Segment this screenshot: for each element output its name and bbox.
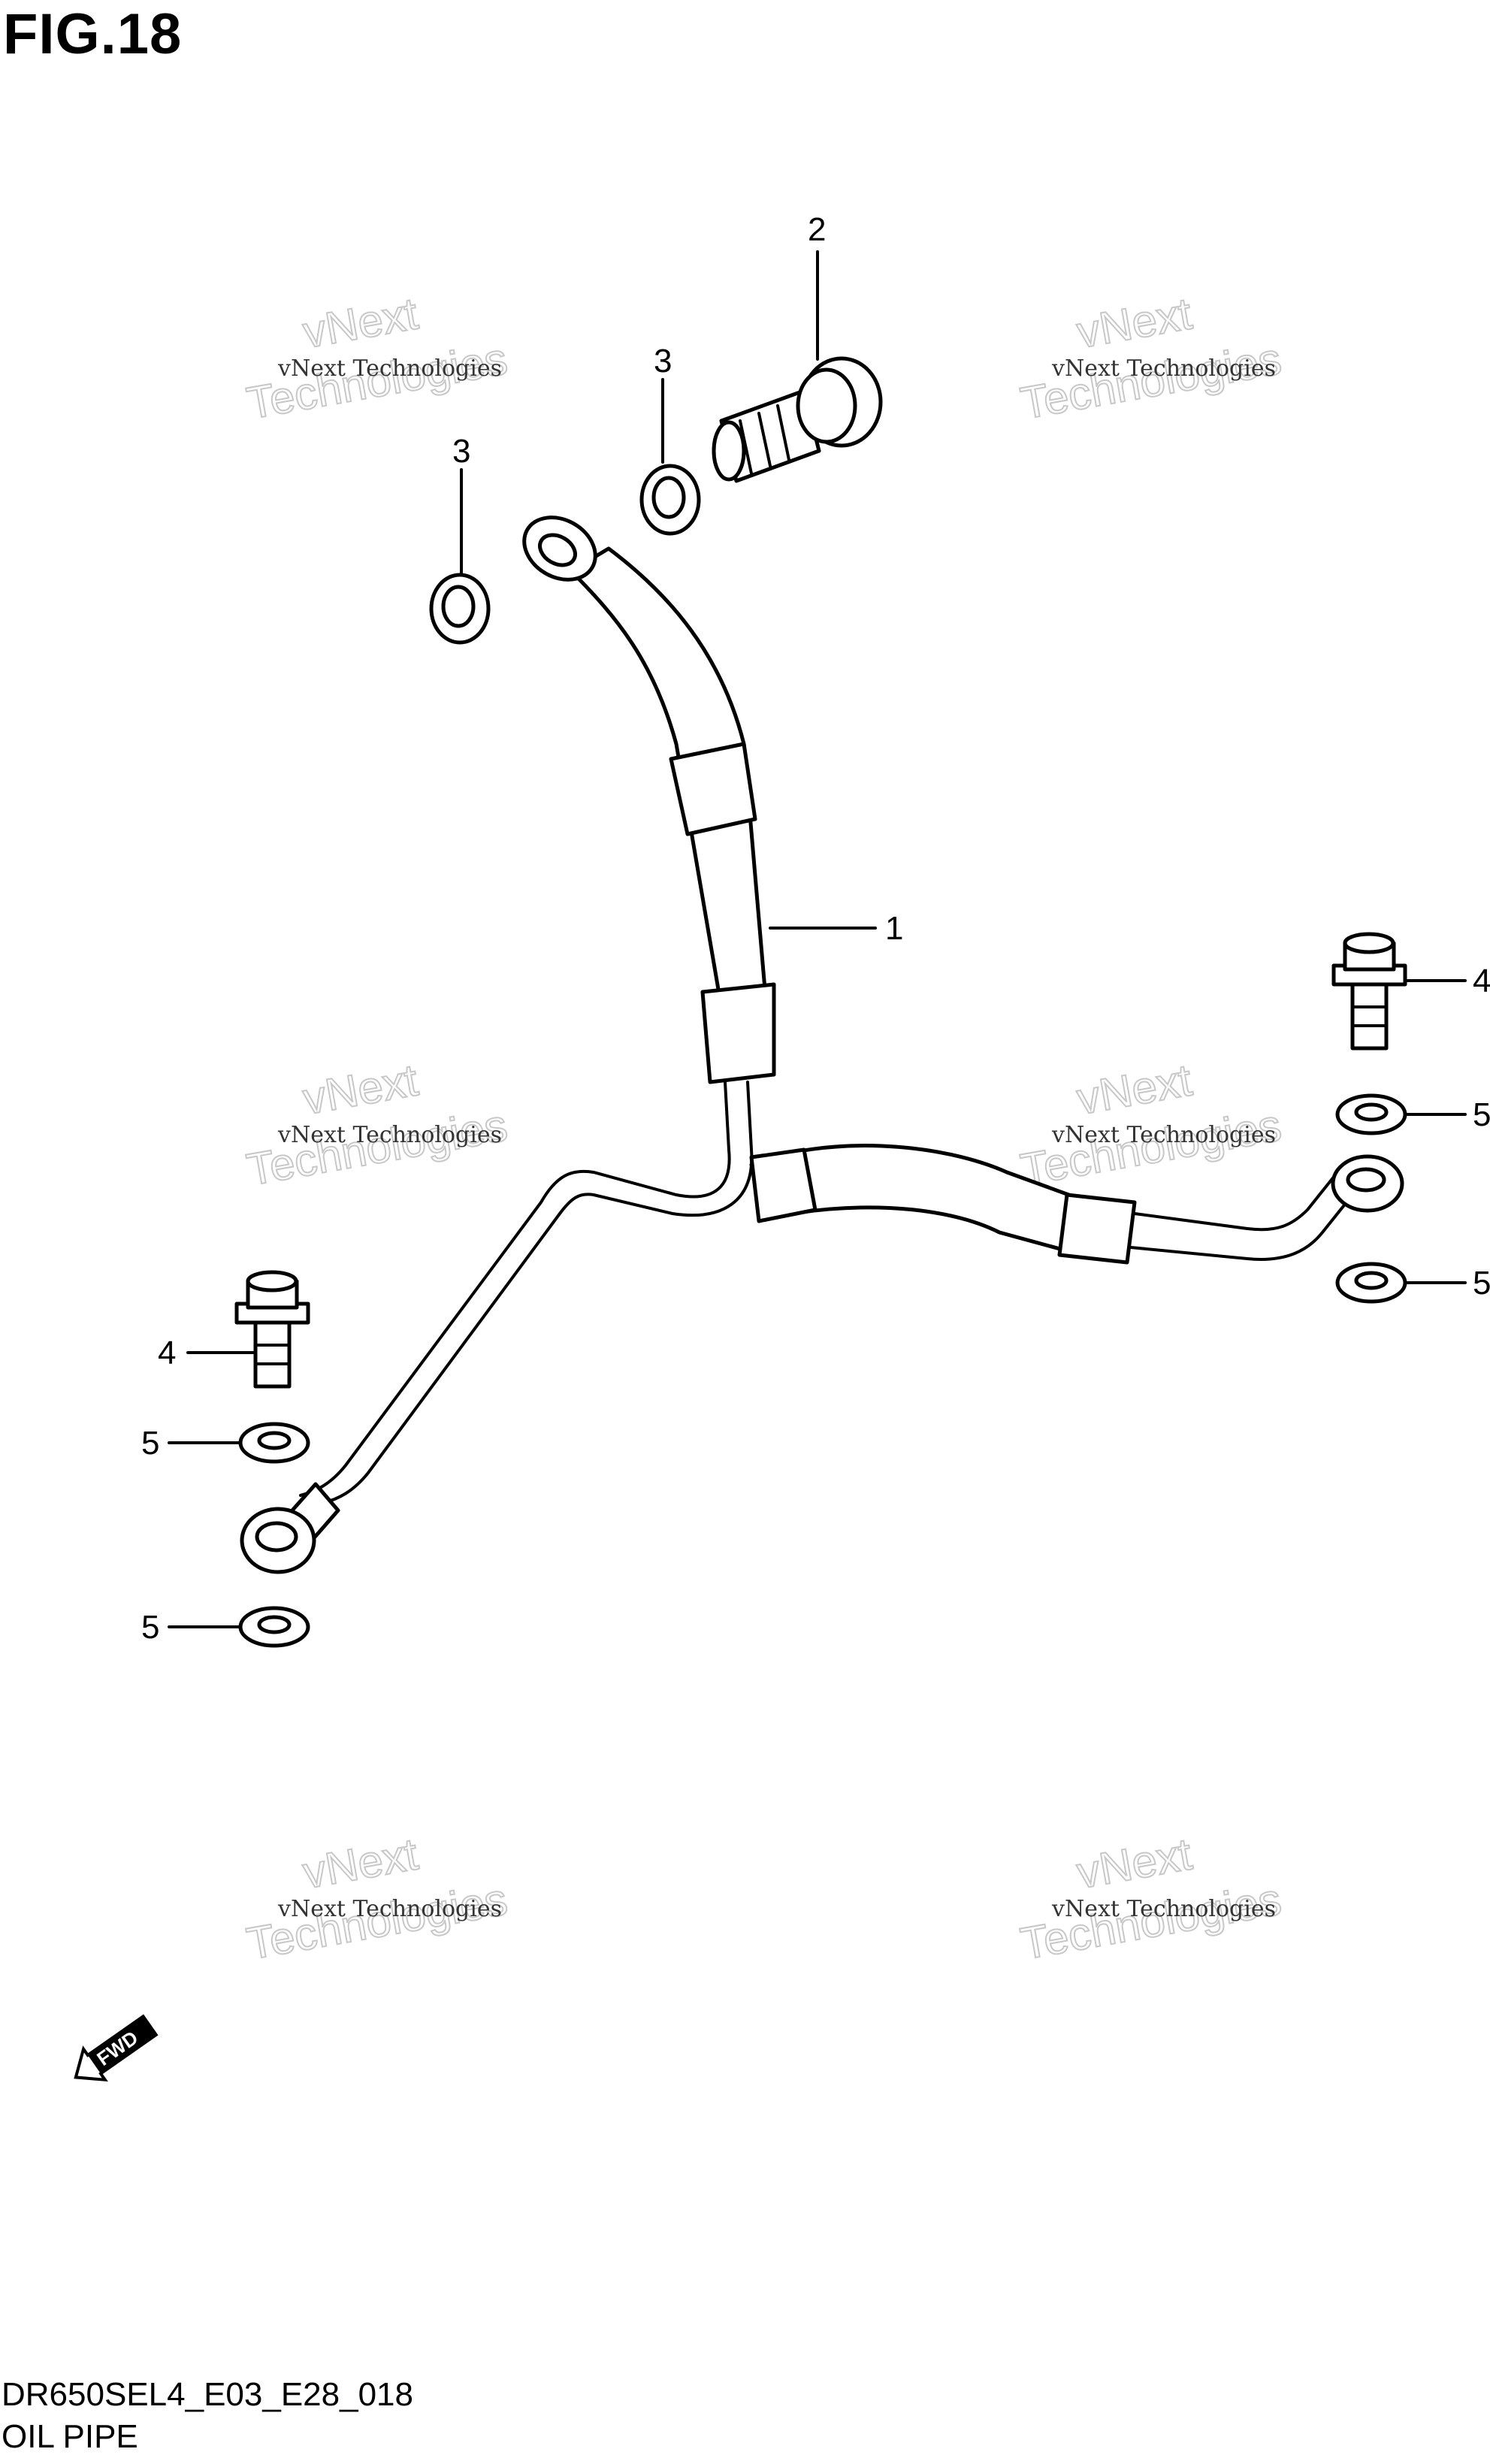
union-bolt-shank-end xyxy=(712,420,746,482)
watermark-big-1: vNext xyxy=(1073,1828,1195,1898)
center-tube xyxy=(299,1081,731,1497)
diagram-code: DR650SEL4_E03_E28_018 xyxy=(2,2376,414,2413)
watermark-small: vNext Technologies xyxy=(1051,1896,1276,1922)
gasket-inner xyxy=(1354,1102,1389,1122)
right-crimp-collar xyxy=(1057,1193,1137,1265)
union-bolt-thread-1 xyxy=(739,419,753,475)
watermark-big-1: vNext xyxy=(299,1054,422,1124)
bolt-shank xyxy=(1350,982,1389,1051)
upper-crimp-collar xyxy=(669,742,757,836)
callout-5a: 5 xyxy=(1473,1096,1490,1133)
callout-5d: 5 xyxy=(141,1609,159,1646)
diagram-name: OIL PIPE xyxy=(2,2418,138,2455)
bolt-right xyxy=(1331,932,1407,1051)
watermark-small: vNext Technologies xyxy=(1051,1122,1276,1148)
callout-5b: 5 xyxy=(1473,1265,1490,1302)
watermark-top-right: vNext Technologies vNext Technologies xyxy=(1017,287,1286,429)
callout-5c: 5 xyxy=(141,1425,159,1462)
watermark-mid-left: vNext Technologies vNext Technologies xyxy=(243,1054,512,1196)
watermark-top-left: vNext Technologies vNext Technologies xyxy=(243,287,512,429)
fwd-direction-badge: FWD xyxy=(74,2014,159,2082)
gasket-upper xyxy=(639,464,701,536)
lower-crimp-collar xyxy=(700,982,776,1084)
watermark-big-1: vNext xyxy=(299,288,422,358)
watermark-small: vNext Technologies xyxy=(277,1122,502,1148)
right-banjo-hole xyxy=(1346,1167,1386,1193)
gasket-inner xyxy=(441,585,476,628)
watermark-small: vNext Technologies xyxy=(277,1896,502,1922)
callout-3b: 3 xyxy=(452,433,470,470)
bolt-head-top xyxy=(1343,932,1395,954)
callout-4b: 4 xyxy=(158,1335,176,1371)
union-bolt-thread-3 xyxy=(776,404,790,461)
gasket-inner xyxy=(257,1615,292,1634)
watermark-big-1: vNext xyxy=(1073,288,1195,358)
gasket-inner xyxy=(1354,1271,1389,1290)
gasket-inner xyxy=(257,1431,292,1450)
union-bolt xyxy=(712,356,883,483)
gasket-5-left-upper xyxy=(238,1422,310,1464)
callout-4a: 4 xyxy=(1473,963,1490,999)
bolt-head-top xyxy=(246,1270,298,1292)
gasket-5-right-upper xyxy=(1335,1093,1407,1135)
bolt-left xyxy=(234,1270,310,1389)
gasket-inner xyxy=(651,476,686,519)
gasket-5-right-lower xyxy=(1335,1262,1407,1304)
junction-collar xyxy=(749,1147,818,1223)
oil-pipe-assembly xyxy=(240,515,1404,1574)
watermark-small: vNext Technologies xyxy=(277,355,502,382)
center-tube-inner xyxy=(322,1081,754,1504)
upper-banjo-hole xyxy=(538,533,577,567)
left-banjo-hole xyxy=(255,1521,298,1552)
callouts: 1 2 3 3 4 4 5 5 5 5 xyxy=(141,211,1490,1646)
callout-3a: 3 xyxy=(654,343,672,379)
watermark-big-1: vNext xyxy=(299,1828,422,1898)
leader-lines xyxy=(168,250,1467,1628)
watermark-big-1: vNext xyxy=(1073,1054,1195,1124)
watermark-group: vNext Technologies vNext Technologies vN… xyxy=(243,287,1286,1970)
figure-title: FIG.18 xyxy=(3,2,183,66)
callout-1: 1 xyxy=(885,910,903,947)
bolt-shank xyxy=(253,1320,292,1389)
union-bolt-head-face xyxy=(796,367,857,444)
watermark-bottom-left: vNext Technologies vNext Technologies xyxy=(243,1828,512,1970)
right-tube xyxy=(1133,1171,1339,1232)
watermark-bottom-right: vNext Technologies vNext Technologies xyxy=(1017,1828,1286,1970)
union-bolt-thread-2 xyxy=(757,412,772,467)
gasket-left xyxy=(429,573,491,645)
watermark-mid-right: vNext Technologies vNext Technologies xyxy=(1017,1054,1286,1196)
right-tube-inner xyxy=(1129,1193,1354,1261)
gasket-5-left-lower xyxy=(238,1606,310,1648)
callout-2: 2 xyxy=(808,211,826,248)
watermark-small: vNext Technologies xyxy=(1051,355,1276,382)
